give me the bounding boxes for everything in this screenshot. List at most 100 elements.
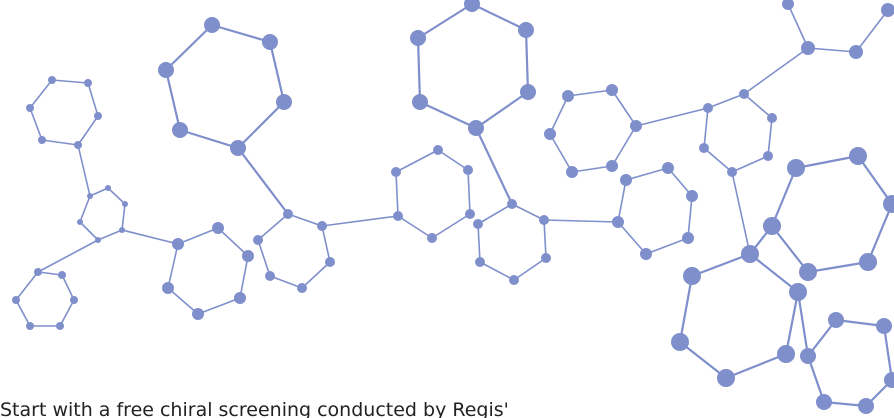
atom-node xyxy=(87,193,93,199)
bond-line xyxy=(321,225,331,263)
atom-node xyxy=(283,209,293,219)
atom-node xyxy=(727,167,737,177)
bond-line xyxy=(784,290,800,356)
bond-line xyxy=(395,171,399,217)
bond-line xyxy=(611,89,637,127)
atom-node xyxy=(881,3,894,17)
atom-node xyxy=(816,394,832,410)
atom-node xyxy=(463,165,473,175)
bond-line xyxy=(770,166,798,228)
bond-line xyxy=(51,79,89,84)
atom-node xyxy=(849,147,867,165)
bond-line xyxy=(89,187,109,197)
bond-line xyxy=(239,255,249,299)
bond-line xyxy=(667,167,693,197)
bond-line xyxy=(787,3,809,49)
atom-node xyxy=(507,199,517,209)
atom-node xyxy=(767,113,777,123)
atom-node xyxy=(763,217,781,235)
bond-line xyxy=(418,100,478,130)
atom-node xyxy=(473,219,483,229)
bond-line xyxy=(164,68,182,132)
bond-line xyxy=(707,93,745,109)
atom-node xyxy=(265,271,275,281)
bond-line xyxy=(743,47,809,95)
atom-node xyxy=(433,145,443,155)
molecule-atoms xyxy=(12,0,894,414)
atom-node xyxy=(172,122,188,138)
bond-line xyxy=(178,128,240,150)
bond-line xyxy=(617,179,627,223)
bond-line xyxy=(807,47,857,53)
bond-line xyxy=(29,79,53,109)
atom-node xyxy=(671,333,689,351)
atom-node xyxy=(763,151,773,161)
atom-node xyxy=(662,162,674,174)
atom-node xyxy=(172,238,184,250)
atom-node xyxy=(620,174,632,186)
bond-line xyxy=(678,274,694,344)
bond-line xyxy=(287,213,323,227)
bond-line xyxy=(625,167,669,181)
atom-node xyxy=(539,215,549,225)
bond-line xyxy=(269,275,303,289)
bond-line xyxy=(77,115,99,146)
bond-line xyxy=(397,215,433,239)
atom-node xyxy=(253,235,263,245)
atom-node xyxy=(162,282,174,294)
bond-line xyxy=(29,107,43,141)
atom-node xyxy=(105,185,111,191)
atom-node xyxy=(427,233,437,243)
molecule-bonds xyxy=(15,2,894,408)
bond-line xyxy=(210,23,272,44)
atom-node xyxy=(612,216,624,228)
bond-line xyxy=(97,229,123,241)
bond-line xyxy=(41,139,79,146)
bond-line xyxy=(217,227,249,257)
bond-line xyxy=(635,107,709,127)
bond-line xyxy=(437,149,469,171)
atom-node xyxy=(630,120,642,132)
bond-line xyxy=(431,213,471,239)
bond-line xyxy=(474,90,530,130)
bond-line xyxy=(645,237,689,255)
bond-line xyxy=(687,195,693,239)
bond-line xyxy=(121,229,179,245)
atom-node xyxy=(234,292,246,304)
atom-node xyxy=(683,267,701,285)
bond-line xyxy=(395,149,439,173)
bond-line xyxy=(164,23,214,72)
bond-line xyxy=(767,117,773,157)
bond-line xyxy=(690,252,752,278)
atom-node xyxy=(541,253,551,263)
atom-node xyxy=(74,141,82,149)
bond-line xyxy=(107,187,126,205)
atom-node xyxy=(38,136,46,144)
bond-line xyxy=(321,215,399,227)
atom-node xyxy=(84,79,92,87)
bond-line xyxy=(479,261,515,281)
atom-node xyxy=(317,221,327,231)
bond-line xyxy=(37,239,99,273)
atom-node xyxy=(640,248,652,260)
bond-line xyxy=(543,219,619,223)
bond-line xyxy=(477,223,481,263)
bond-line xyxy=(543,219,547,259)
atom-node xyxy=(412,94,428,110)
atom-node xyxy=(849,45,863,59)
bond-line xyxy=(855,9,889,53)
atom-node xyxy=(777,345,795,363)
atom-node xyxy=(606,84,618,96)
atom-node xyxy=(464,0,480,12)
atom-node xyxy=(70,296,78,304)
atom-node xyxy=(717,369,735,387)
bond-line xyxy=(617,221,647,255)
atom-node xyxy=(509,275,519,285)
bond-line xyxy=(611,125,637,167)
bond-line xyxy=(856,154,894,206)
bond-line xyxy=(511,203,545,221)
bond-line xyxy=(743,93,773,119)
bond-line xyxy=(416,36,422,104)
bond-line xyxy=(882,324,894,382)
